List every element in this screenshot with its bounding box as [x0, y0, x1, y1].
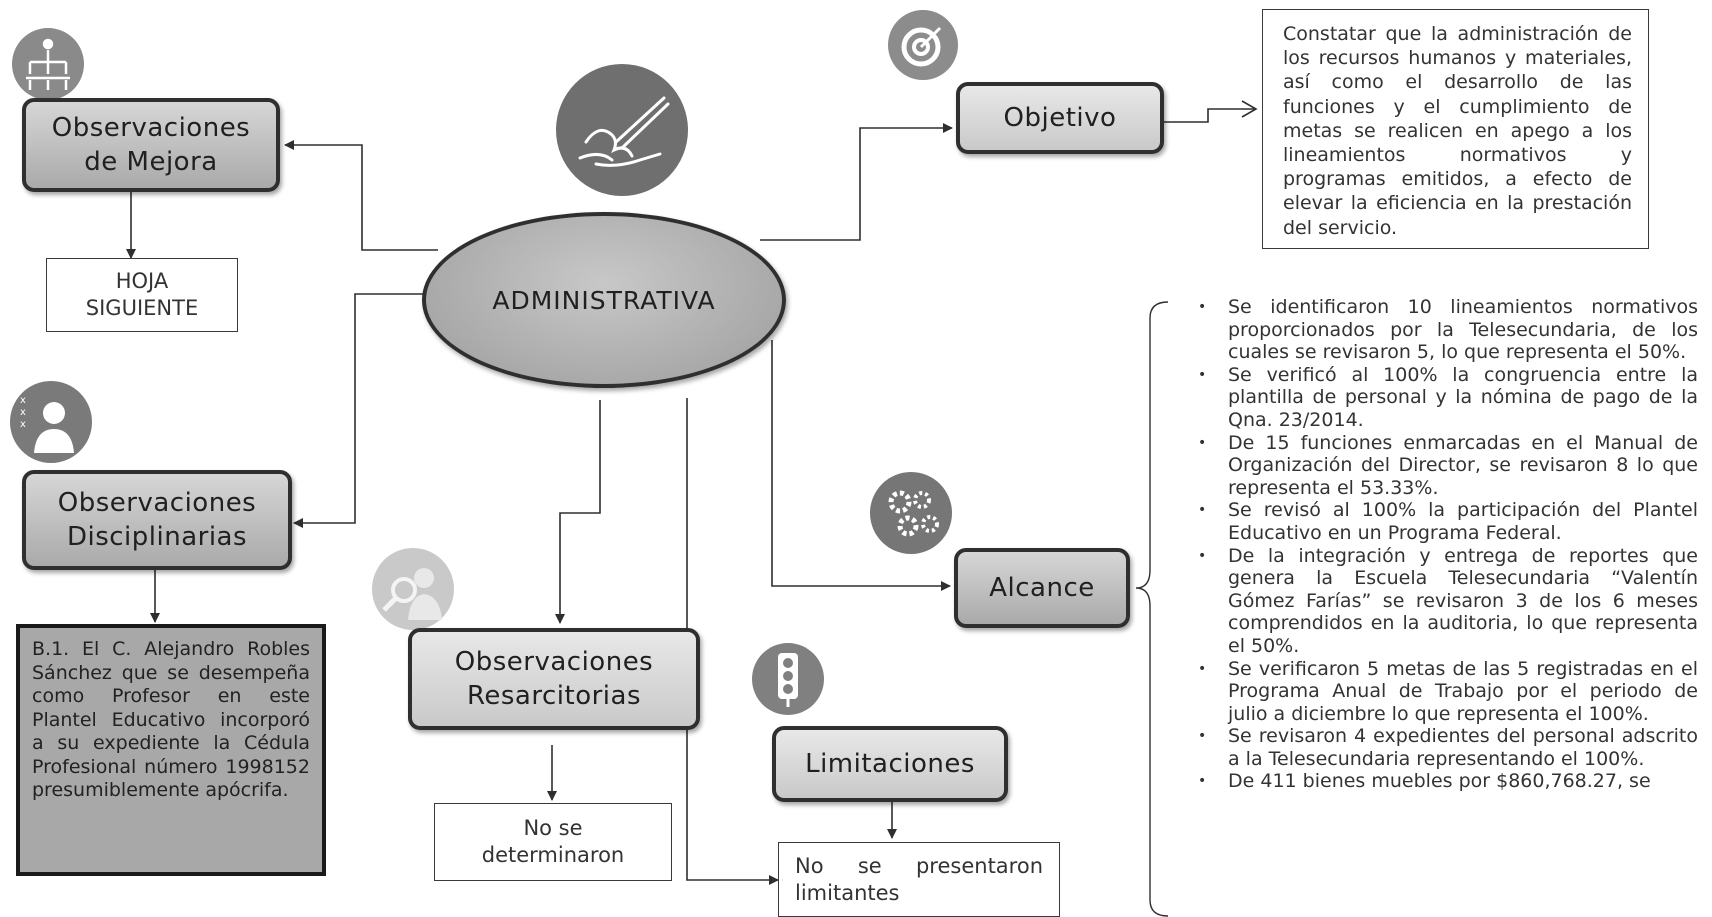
- no-determinaron-label: No se determinaron: [481, 816, 625, 867]
- alcance-item: Se revisaron 4 expedientes del personal …: [1198, 725, 1698, 770]
- node-alcance-label: Alcance: [989, 573, 1095, 603]
- line-to-resarcitorias: [555, 400, 601, 624]
- objetivo-detail: Constatar que la administración de los r…: [1262, 9, 1649, 249]
- alcance-item: Se revisó al 100% la participación del P…: [1198, 499, 1698, 544]
- node-objetivo-label: Objetivo: [1003, 103, 1117, 133]
- objetivo-text: Constatar que la administración de los r…: [1283, 23, 1632, 239]
- center-node: ADMINISTRATIVA: [422, 212, 786, 388]
- magnifier-person-icon: [372, 548, 454, 630]
- node-objetivo: Objetivo: [956, 82, 1164, 154]
- alcance-item: De 15 funciones enmarcadas en el Manual …: [1198, 432, 1698, 500]
- node-resarcitorias-label: Observaciones Resarcitorias: [454, 647, 654, 711]
- svg-text:x: x: [20, 395, 26, 406]
- node-observaciones-resarcitorias: Observaciones Resarcitorias: [408, 628, 700, 730]
- svg-text:x: x: [20, 407, 26, 418]
- node-alcance: Alcance: [954, 548, 1130, 628]
- traffic-light-icon: [752, 643, 824, 715]
- open-arrow-head: [1241, 100, 1258, 118]
- line-to-mejora: [284, 140, 438, 251]
- node-limitaciones-label: Limitaciones: [805, 749, 975, 779]
- line-to-disciplinarias: [293, 293, 428, 528]
- box-no-limitantes: No se presentaron limitantes: [778, 842, 1060, 917]
- disciplinaria-detail: B.1. El C. Alejandro Robles Sánchez que …: [16, 624, 326, 876]
- center-label: ADMINISTRATIVA: [492, 285, 716, 315]
- alcance-item: Se verificó al 100% la congruencia entre…: [1198, 364, 1698, 432]
- line-to-alcance: [771, 340, 951, 591]
- alcance-item: De la integración y entrega de reportes …: [1198, 545, 1698, 658]
- alcance-list: Se identificaron 10 lineamientos normati…: [1198, 296, 1698, 793]
- org-chart-icon: [12, 28, 84, 100]
- node-mejora-label: Observaciones de Mejora: [51, 113, 251, 177]
- node-observaciones-disciplinarias: Observaciones Disciplinarias: [22, 470, 292, 570]
- line-to-no-limitantes: [686, 398, 779, 885]
- hoja-siguiente-label: HOJA SIGUIENTE: [85, 269, 199, 320]
- writing-hand-icon: [556, 64, 688, 196]
- line-to-objetivo: [760, 123, 953, 241]
- alcance-brace: [1135, 301, 1169, 917]
- box-no-determinaron: No se determinaron: [434, 803, 672, 881]
- box-hoja-siguiente: HOJA SIGUIENTE: [46, 258, 238, 332]
- alcance-item: Se identificaron 10 lineamientos normati…: [1198, 296, 1698, 364]
- gears-icon: [870, 472, 952, 554]
- target-icon: [888, 10, 958, 80]
- line-objetivo-text: [1164, 108, 1255, 123]
- person-x-icon: x x x: [10, 381, 92, 463]
- node-disciplinarias-label: Observaciones Disciplinarias: [57, 488, 257, 552]
- node-observaciones-mejora: Observaciones de Mejora: [22, 98, 280, 192]
- node-limitaciones: Limitaciones: [772, 726, 1008, 802]
- alcance-item: De 411 bienes muebles por $860,768.27, s…: [1198, 770, 1698, 793]
- no-limitantes-label: No se presentaron limitantes: [795, 853, 1043, 905]
- disciplinaria-text: B.1. El C. Alejandro Robles Sánchez que …: [32, 638, 310, 801]
- alcance-item: Se verificaron 5 metas de las 5 registra…: [1198, 658, 1698, 726]
- svg-text:x: x: [20, 419, 26, 430]
